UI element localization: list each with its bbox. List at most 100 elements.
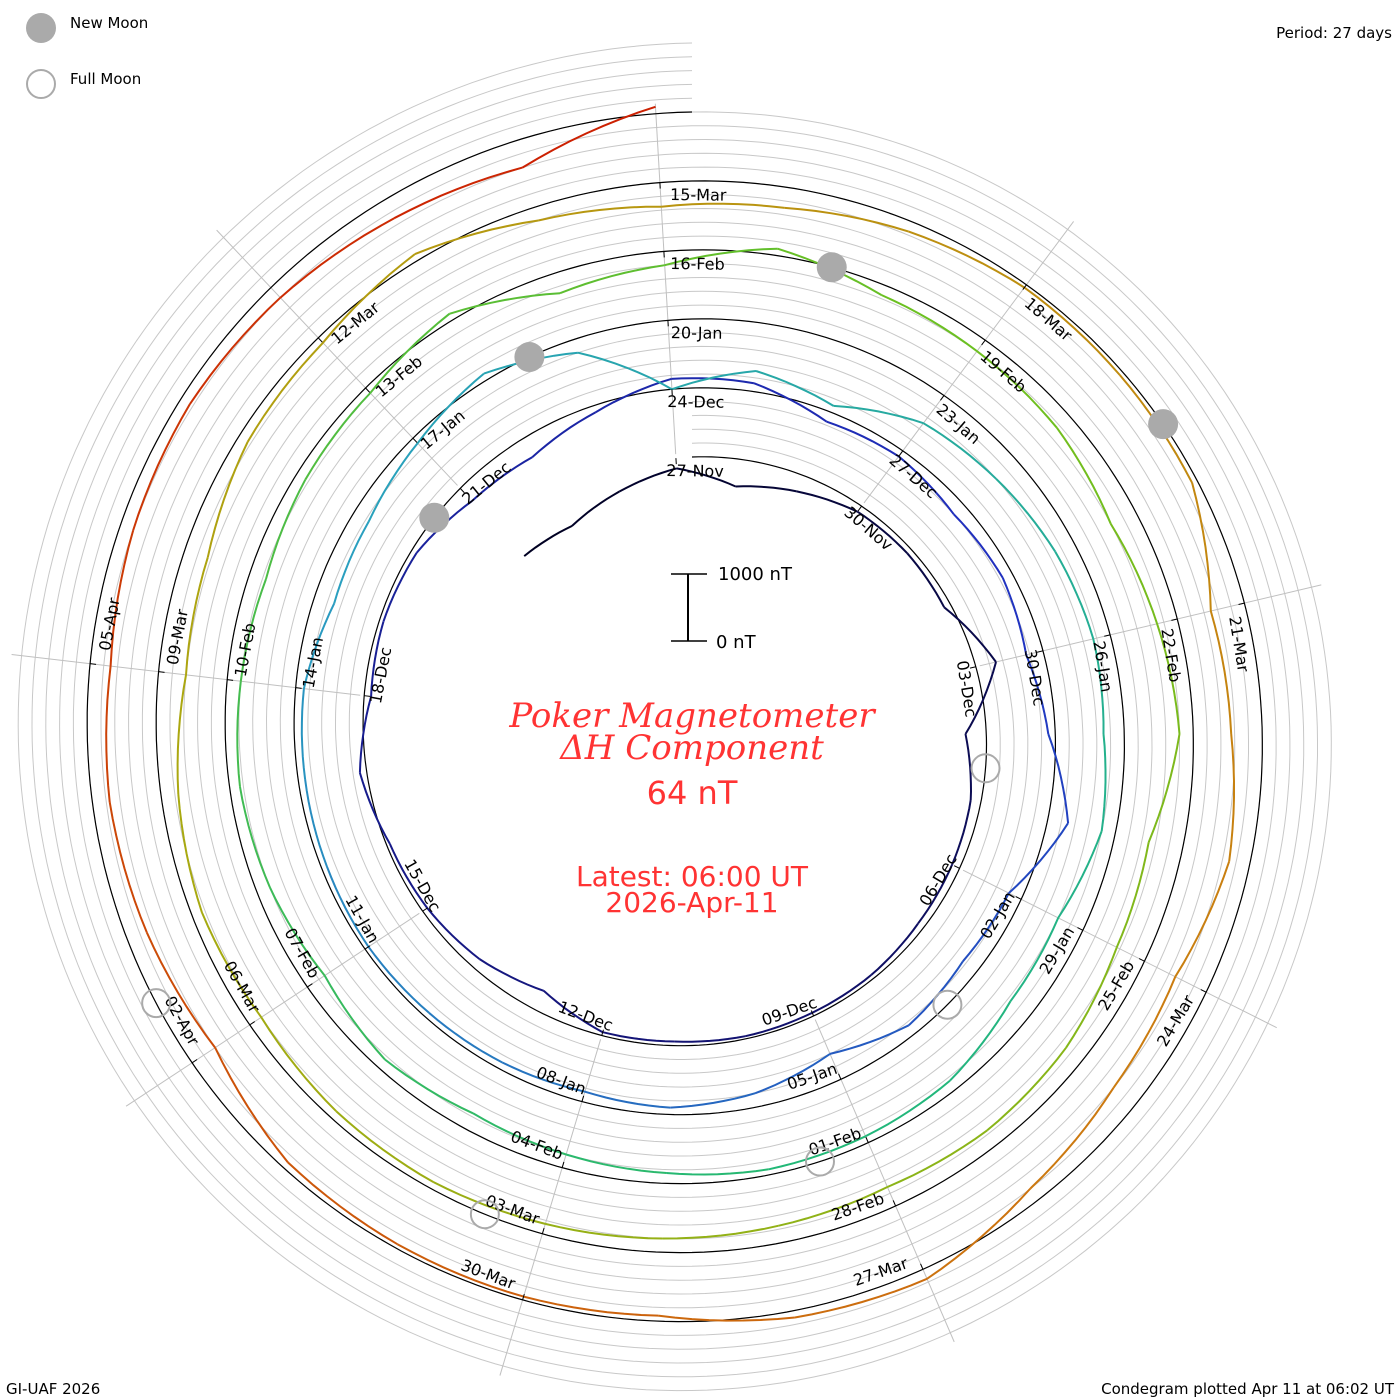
data-segment	[662, 1224, 779, 1240]
data-segment	[108, 801, 148, 933]
date-label: 12-Dec	[556, 997, 616, 1035]
grid-spiral	[72, 97, 1277, 1336]
date-tick	[601, 1029, 604, 1036]
date-tick	[1171, 618, 1178, 621]
data-segment	[745, 1011, 813, 1038]
data-segment	[358, 772, 391, 845]
date-label: 30-Mar	[458, 1255, 518, 1293]
data-segment	[322, 253, 416, 344]
data-segment	[1001, 577, 1028, 655]
grid-spiral	[45, 70, 1305, 1364]
data-segment	[1092, 638, 1105, 734]
data-segment	[796, 490, 858, 513]
data-segment	[1065, 946, 1118, 1049]
date-label: 08-Jan	[534, 1063, 589, 1099]
date-tick	[857, 505, 863, 512]
data-segment	[239, 786, 271, 888]
data-segment	[416, 372, 485, 444]
full-moon-marker	[141, 988, 172, 1019]
data-segment	[778, 1186, 888, 1227]
date-label: 23-Jan	[933, 400, 985, 448]
scale-bar: 1000 nT 0 nT	[671, 564, 793, 653]
data-segment	[1025, 654, 1050, 735]
date-tick	[561, 1161, 565, 1168]
date-tick	[364, 695, 371, 697]
data-segment	[922, 422, 997, 480]
data-segment	[287, 1161, 398, 1246]
date-label: 02-Jan	[976, 888, 1019, 942]
legend-new-moon: New Moon	[70, 14, 148, 32]
data-segment	[584, 1090, 671, 1109]
data-segment	[964, 733, 973, 801]
radial-spoke	[863, 221, 1075, 504]
data-series	[105, 105, 1235, 1322]
data-segment	[1109, 523, 1159, 625]
data-segment	[986, 1047, 1067, 1132]
data-segment	[367, 946, 430, 1014]
data-segment	[951, 799, 972, 865]
date-tick	[522, 1293, 525, 1301]
data-segment	[304, 779, 328, 868]
period-label: Period: 27 days	[1276, 24, 1392, 42]
data-segment	[577, 351, 673, 391]
data-segment	[880, 294, 978, 353]
data-segment	[811, 974, 872, 1014]
date-label: 03-Mar	[483, 1191, 543, 1229]
data-segment	[189, 296, 281, 405]
data-segment	[1115, 842, 1150, 948]
radial-spoke	[962, 869, 1277, 1029]
data-segment	[1056, 427, 1112, 525]
center-title: Poker Magnetometer ΔH Component 64 nT La…	[508, 696, 876, 919]
date-tick	[838, 1073, 842, 1080]
full-moon-marker	[932, 989, 963, 1020]
date-label: 16-Feb	[670, 254, 725, 274]
data-segment	[917, 864, 954, 925]
date-tick	[969, 666, 976, 669]
date-tick	[307, 983, 313, 988]
date-tick	[295, 687, 302, 689]
date-label: 26-Jan	[1089, 640, 1116, 694]
footer-plotted-time: Condegram plotted Apr 11 at 06:02 UT	[1101, 1380, 1395, 1398]
data-segment	[1023, 286, 1121, 376]
data-segment	[1112, 976, 1177, 1089]
data-segment	[472, 1112, 567, 1156]
data-segment	[618, 467, 677, 493]
date-label: 11-Jan	[341, 892, 383, 946]
date-tick	[1015, 896, 1022, 900]
data-segment	[206, 441, 249, 558]
data-segment	[185, 557, 209, 675]
data-segment	[595, 377, 672, 414]
date-tick	[365, 387, 371, 393]
date-tick	[981, 339, 986, 346]
data-segment	[949, 1000, 1012, 1082]
date-tick	[90, 663, 97, 665]
date-tick	[953, 865, 960, 869]
data-segment	[545, 1222, 663, 1240]
data-segment	[661, 202, 785, 209]
data-segment	[384, 1058, 474, 1115]
data-segment	[236, 681, 242, 787]
data-segment	[833, 404, 924, 425]
radial-spoke	[125, 912, 420, 1107]
full-moon-marker	[469, 1199, 500, 1230]
data-segment	[670, 1092, 756, 1109]
date-tick	[191, 1059, 198, 1064]
date-tick	[898, 450, 904, 456]
data-segment	[964, 661, 997, 735]
data-segment	[926, 1187, 1032, 1280]
data-segment	[105, 665, 112, 803]
data-segment	[784, 206, 909, 233]
date-tick	[249, 1021, 256, 1026]
data-segment	[145, 931, 216, 1049]
data-segment	[559, 264, 665, 295]
data-segment	[426, 907, 481, 960]
footer-credit: GI-UAF 2026	[6, 1380, 100, 1398]
new-moon-marker	[816, 252, 847, 283]
data-segment	[367, 442, 419, 522]
data-segment	[1100, 733, 1107, 832]
data-segment	[908, 230, 1025, 289]
data-segment	[976, 350, 1058, 429]
scale-top-label: 1000 nT	[718, 564, 793, 585]
data-segment	[279, 217, 395, 299]
